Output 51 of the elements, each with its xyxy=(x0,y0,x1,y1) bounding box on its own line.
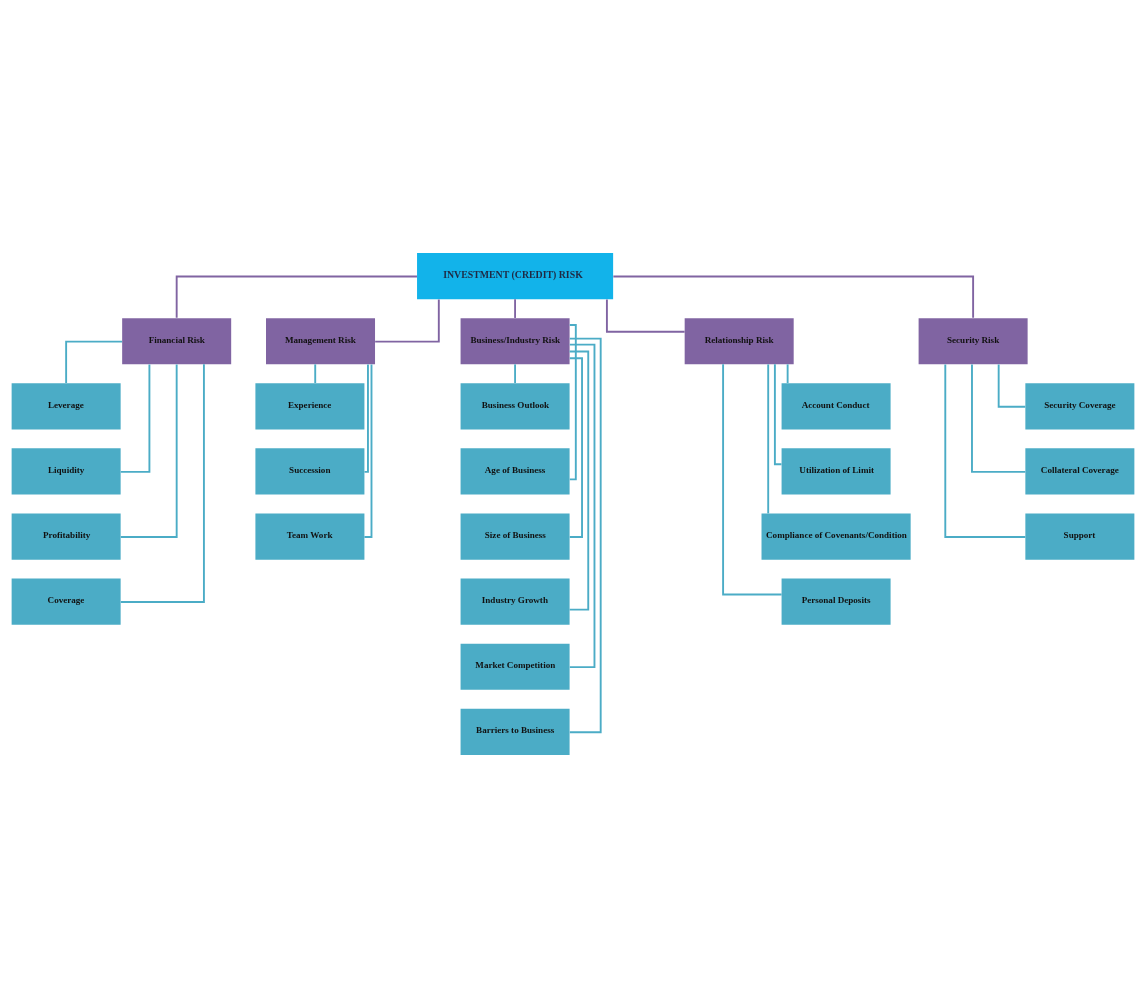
node-box: Profitability xyxy=(11,513,121,560)
connector xyxy=(568,357,583,538)
node-box: Account Conduct xyxy=(781,383,891,430)
node-box: Market Competition xyxy=(460,643,570,690)
node-box: Security Risk xyxy=(918,318,1028,365)
node-box: Utilization of Limit xyxy=(781,448,891,495)
connector xyxy=(514,298,517,319)
node-box: Leverage xyxy=(11,383,121,430)
connector xyxy=(568,324,577,481)
node-box: Experience xyxy=(255,383,365,430)
connector xyxy=(363,363,373,538)
node-box: Business Outlook xyxy=(460,383,570,430)
node-box: Liquidity xyxy=(11,448,121,495)
connector xyxy=(568,337,602,734)
connector xyxy=(767,363,770,515)
node-box: Management Risk xyxy=(266,318,375,365)
connector xyxy=(971,363,1027,473)
node-box: Personal Deposits xyxy=(781,578,891,625)
connector xyxy=(568,343,596,669)
node-box: INVESTMENT (CREDIT) RISK xyxy=(417,253,614,300)
node-box: Relationship Risk xyxy=(684,318,794,365)
connector xyxy=(374,298,440,343)
node-box: Barriers to Business xyxy=(460,708,570,755)
node-box: Collateral Coverage xyxy=(1025,448,1135,495)
node-box: Coverage xyxy=(11,578,121,625)
connector xyxy=(997,363,1027,408)
connector xyxy=(119,363,151,473)
node-box: Security Coverage xyxy=(1025,383,1135,430)
connector xyxy=(65,340,123,384)
node-box: Compliance of Covenants/Condition xyxy=(761,513,911,560)
node-box: Size of Business xyxy=(460,513,570,560)
connector xyxy=(773,363,783,466)
connector xyxy=(944,363,1027,538)
connector xyxy=(605,298,686,333)
node-box: Team Work xyxy=(255,513,365,560)
connector xyxy=(363,363,369,473)
connector xyxy=(314,363,317,384)
connector xyxy=(568,350,590,611)
node-box: Age of Business xyxy=(460,448,570,495)
node-box: Financial Risk xyxy=(122,318,232,365)
connector xyxy=(514,363,517,384)
connector xyxy=(119,363,178,538)
connector xyxy=(722,363,783,596)
connector xyxy=(175,275,418,319)
node-box: Business/Industry Risk xyxy=(460,318,570,365)
connector xyxy=(119,363,205,603)
connector xyxy=(786,363,789,384)
node-box: Support xyxy=(1025,513,1135,560)
node-box: Industry Growth xyxy=(460,578,570,625)
connector xyxy=(612,275,975,319)
node-box: Succession xyxy=(255,448,365,495)
